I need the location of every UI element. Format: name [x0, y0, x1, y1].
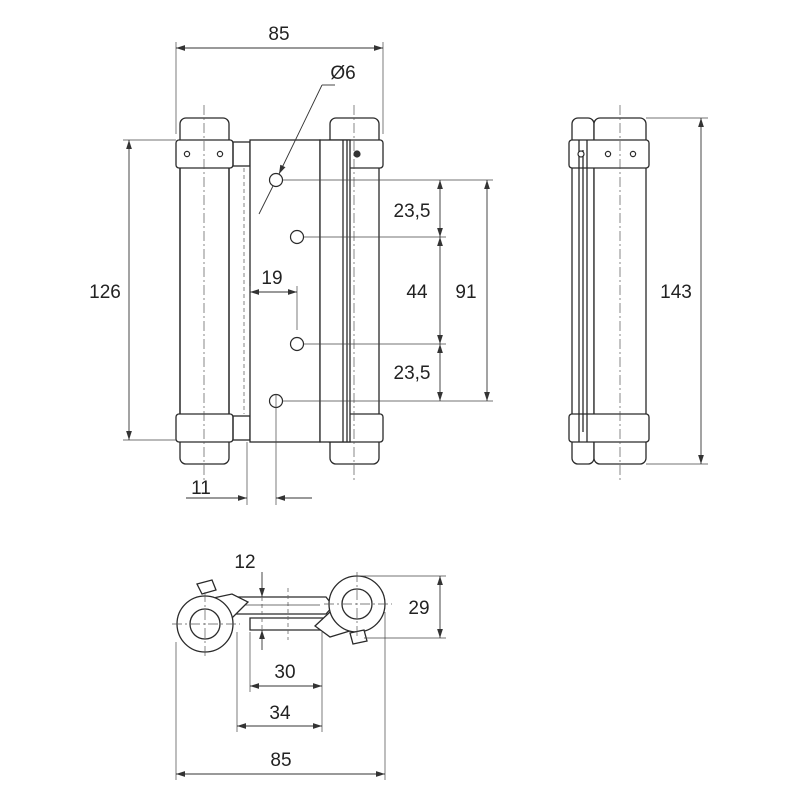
spacing-bottom-label: 23,5	[394, 363, 431, 384]
left-barrel	[175, 105, 251, 480]
hole-2	[289, 229, 305, 245]
top-width-label: 85	[270, 750, 291, 771]
front-height-label: 126	[89, 282, 121, 303]
side-height-label: 143	[660, 282, 692, 303]
hole-diameter-label: Ø6	[330, 63, 355, 84]
spacing-top-label: 23,5	[394, 201, 431, 222]
edge-offset-label: 11	[191, 478, 211, 499]
hole-span-label: 91	[455, 282, 476, 303]
front-view: 85 Ø6 126 19 11 23,5 44 23,5 91	[89, 24, 493, 505]
front-width-label: 85	[268, 24, 289, 45]
side-view: 143	[568, 105, 708, 480]
hole-offset-label: 19	[261, 268, 282, 289]
leaf-inner-label: 30	[274, 662, 295, 683]
top-view: 12 29 30 34 85	[172, 552, 446, 780]
leaf-outer-label: 34	[269, 703, 291, 724]
spacing-middle-label: 44	[406, 282, 428, 303]
top-depth-label: 29	[408, 598, 429, 619]
hole-3	[289, 336, 305, 352]
hole-1	[268, 172, 284, 188]
top-thickness-label: 12	[234, 552, 255, 573]
